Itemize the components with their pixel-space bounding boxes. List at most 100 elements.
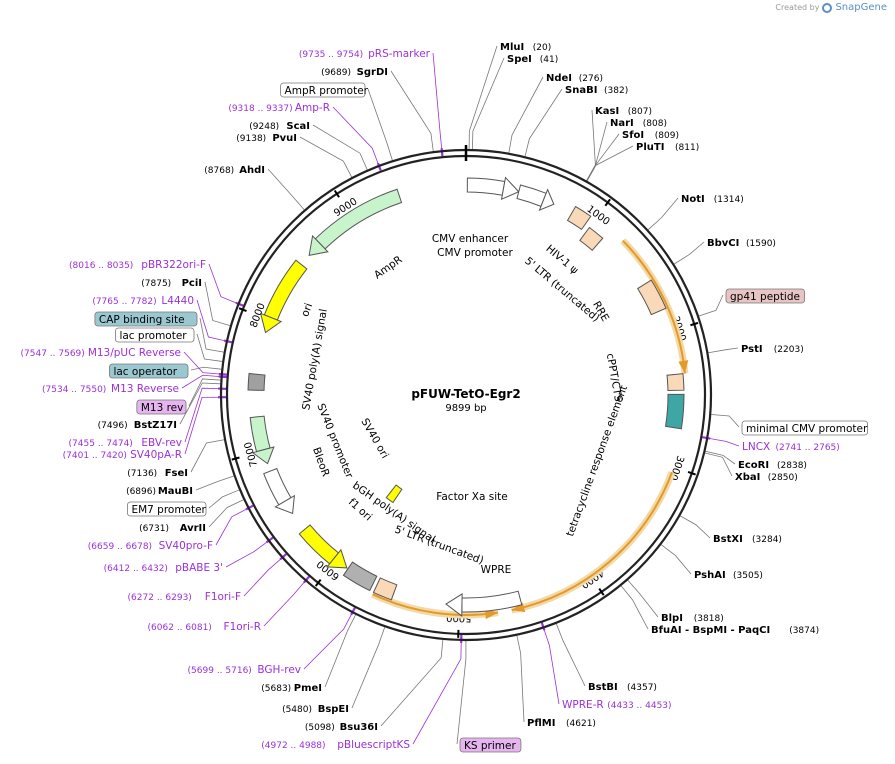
feature-arrow-head [445,593,463,617]
enzyme-position: (5098) [305,723,335,733]
credit-prefix: Created by [775,3,820,12]
tick-mark [231,456,240,461]
leader-line [586,109,596,181]
enzyme-position: (811) [675,143,699,153]
feature-tag-text: lac operator [113,366,177,378]
primer-position: (7401 .. 7420) [63,451,127,461]
site-label-enzyme: PmeI(5683) [261,683,322,694]
site-label-enzyme: XbaI (2850) [735,472,798,483]
feature-arrow-body [263,467,292,506]
enzyme-name: BstBI [588,682,618,693]
site-label-enzyme: Bsu36I(5098) [305,722,378,733]
enzyme-position: (808) [643,119,667,129]
enzyme-name: BspEI [318,704,349,715]
site-label-primer: F1ori-R(6062 .. 6081) [148,621,261,633]
enzyme-position: (6731) [139,524,169,534]
enzyme-name: SfoI [622,130,644,141]
enzyme-name: MauBI [158,486,193,497]
primer-name: F1ori-F [205,591,241,603]
feature-arrow-head [500,176,520,201]
enzyme-name: PstI [741,344,763,355]
enzyme-name: NdeI [546,73,572,84]
site-label-enzyme: PflMI (4621) [527,718,596,729]
leader-line [456,640,467,745]
feature-tag-box [136,399,187,415]
enzyme-position: (9689) [321,68,351,78]
enzyme-position: (6896) [126,487,156,497]
site-label-enzyme: NotI (1314) [681,194,744,205]
enzyme-position: (1314) [714,195,744,205]
plasmid-size: 9899 bp [445,403,486,414]
primer-position: (7534 .. 7550) [42,385,106,395]
leader-line [711,414,740,428]
leader-line [183,351,221,375]
enzyme-position: (1590) [746,239,776,249]
feature-arrow-body [263,259,308,321]
site-labels: MluI(20)SpeI(41)NdeI(276)SnaBI(382)KasI(… [21,42,868,753]
enzyme-position: (809) [655,131,679,141]
primer-name: F1ori-R [224,621,261,633]
feature-tag-box [741,420,868,436]
feature-arrow-head [326,548,348,569]
site-label-primer: pBABE 3'(6412 .. 6432) [104,562,223,574]
enzyme-position: (4357) [627,683,657,693]
enzyme-position: (9138) [236,134,266,144]
site-label-primer: Amp-R(9318 .. 9337) [228,102,330,114]
enzyme-position: (5683) [261,684,291,694]
feature-box [664,393,685,430]
feature-box [342,561,378,592]
primer-position: (4972 .. 4988) [261,741,325,751]
site-label-primer: F1ori-F (6272 .. 6293) [128,591,241,603]
feature-arrow-head [308,234,329,257]
feature-tag-box [115,327,195,343]
site-label-enzyme: AvrII(6731) [139,523,206,534]
feature-label: 5' LTR (truncated) [393,524,485,567]
enzyme-position: (4621) [566,719,596,729]
site-label-primer: SV40pA-R(7401 .. 7420) [63,449,182,461]
leader-line [516,635,525,723]
enzyme-name: SnaBI [565,85,597,96]
site-label-enzyme: KasI(807) [595,106,652,117]
enzyme-name: PshAI [694,570,726,581]
primer-position: (6272 .. 6293) [128,593,192,603]
enzyme-name: NotI [681,194,705,205]
orf-arc [622,239,686,374]
feature-box [372,577,398,601]
enzyme-position: (7875) [141,279,171,289]
snapgene-logo-icon [822,2,833,13]
feature-label: SV40 ori [358,416,391,460]
leader-line [555,623,586,687]
leader-line [367,88,393,161]
leader-line [199,317,224,353]
primer-name: LNCX [742,441,770,453]
enzyme-name: XbaI [735,472,760,483]
enzyme-name: BbvCI [707,238,739,249]
enzyme-position: (382) [604,86,628,96]
tick-mark [604,198,611,207]
enzyme-name: SpeI [507,54,532,65]
leader-line [190,439,225,473]
site-label-boxpink: gp41 peptide [725,288,805,304]
leader-line [708,347,739,354]
enzyme-name: PflMI [527,718,555,729]
enzyme-name: PmeI [294,683,322,694]
leader-line [468,45,498,150]
primer-name: WPRE-R [562,699,604,711]
site-label-enzyme: EcoRI(2838) [738,460,807,471]
leader-line [299,136,353,178]
primer-position: (7547 .. 7569) [21,349,85,359]
enzyme-position: (2850) [768,473,798,483]
enzyme-name: AhdI [239,165,265,176]
leader-line [208,489,240,509]
enzyme-name: EcoRI [738,460,769,471]
site-label-boxblue: CAP binding site [94,311,198,327]
leader-line [627,579,659,618]
primer-name: SV40pA-R [130,449,182,461]
leader-line [661,544,692,575]
site-label-primer: SV40pro-F(6659 .. 6678) [88,540,213,552]
leader-line [524,88,563,157]
leader-line [698,294,724,317]
orf-arrowhead [678,360,689,374]
site-label-enzyme: ScaI(9248) [249,121,310,132]
feature-tag-box [280,82,366,98]
